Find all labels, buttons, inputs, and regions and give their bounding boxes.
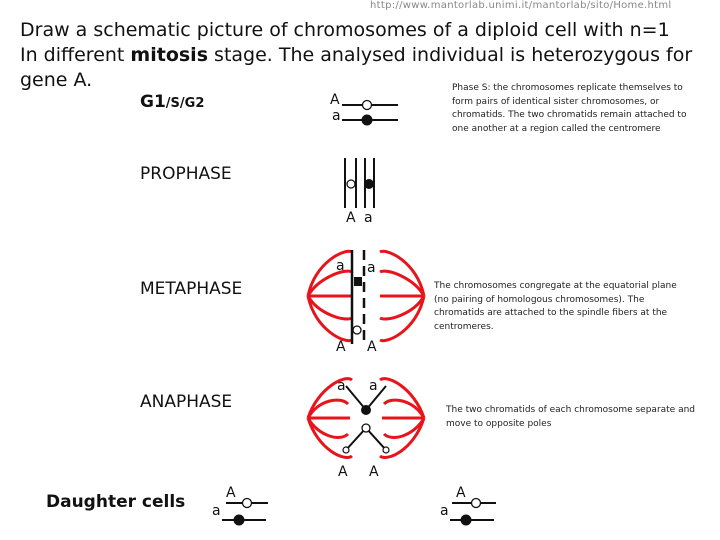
g1-chromosomes	[342, 99, 398, 126]
allele-label-daughter1-A: A	[226, 485, 236, 501]
allele-label-daughter2-a: a	[440, 503, 449, 519]
title-emphasis: mitosis	[130, 44, 208, 66]
allele-label-prophase-A: A	[346, 210, 356, 226]
allele-label-g1-A: A	[330, 92, 340, 108]
allele-label-daughter1-a: a	[212, 503, 221, 519]
metaphase-centromere-a	[354, 277, 362, 286]
allele-label-prophase-a: a	[364, 210, 373, 226]
source-url: http://www.mantorlab.unimi.it/mantorlab/…	[370, 0, 672, 11]
allele-label-metaphase-a-right: a	[367, 260, 376, 276]
prophase-centromere-a	[364, 179, 374, 189]
allele-label-anaphase-a-left: a	[337, 378, 346, 394]
allele-label-anaphase-A-left: A	[338, 464, 348, 480]
title-line-1: Draw a schematic picture of chromosomes …	[20, 19, 670, 41]
g1-centromere-a	[361, 114, 373, 126]
stage-label-anaphase: ANAPHASE	[140, 392, 233, 412]
allele-label-anaphase-a-right: a	[369, 378, 378, 394]
daughter-cell-1	[222, 497, 268, 526]
metaphase-centromere-A	[352, 325, 362, 335]
metaphase-chromosomes	[350, 250, 366, 344]
note-metaphase: The chromosomes congregate at the equato…	[434, 281, 677, 332]
g1-centromere-A	[361, 99, 373, 111]
note-phase-s: Phase S: the chromosomes replicate thems…	[452, 83, 687, 134]
anaphase-centromere-a	[361, 405, 371, 415]
anaphase-chromatids	[342, 385, 390, 454]
anaphase-centromere-A	[361, 423, 371, 433]
page-title: Draw a schematic picture of chromosomes …	[20, 18, 692, 93]
allele-label-g1-a: a	[332, 108, 341, 124]
title-line-2: In different mitosis stage. The analysed…	[20, 44, 693, 66]
allele-label-anaphase-A-right: A	[369, 464, 379, 480]
metaphase-spindle	[306, 249, 426, 343]
daughter-cell-2	[450, 497, 496, 526]
stage-label-prophase: PROPHASE	[140, 164, 232, 184]
allele-label-metaphase-a-left: a	[336, 258, 345, 274]
prophase-centromere-A	[346, 179, 356, 189]
allele-label-daughter2-A: A	[456, 485, 466, 501]
anaphase-spindle	[306, 377, 426, 459]
prophase-chromosomes	[344, 158, 375, 208]
title-line-3: gene A.	[20, 69, 93, 91]
stage-label-g1: G1/S/G2	[140, 92, 205, 112]
stage-label-daughter-cells: Daughter cells	[46, 492, 186, 512]
allele-label-metaphase-A-left: A	[336, 339, 346, 355]
stage-label-metaphase: METAPHASE	[140, 279, 243, 299]
allele-label-metaphase-A-right: A	[367, 339, 377, 355]
note-anaphase: The two chromatids of each chromosome se…	[446, 405, 696, 429]
